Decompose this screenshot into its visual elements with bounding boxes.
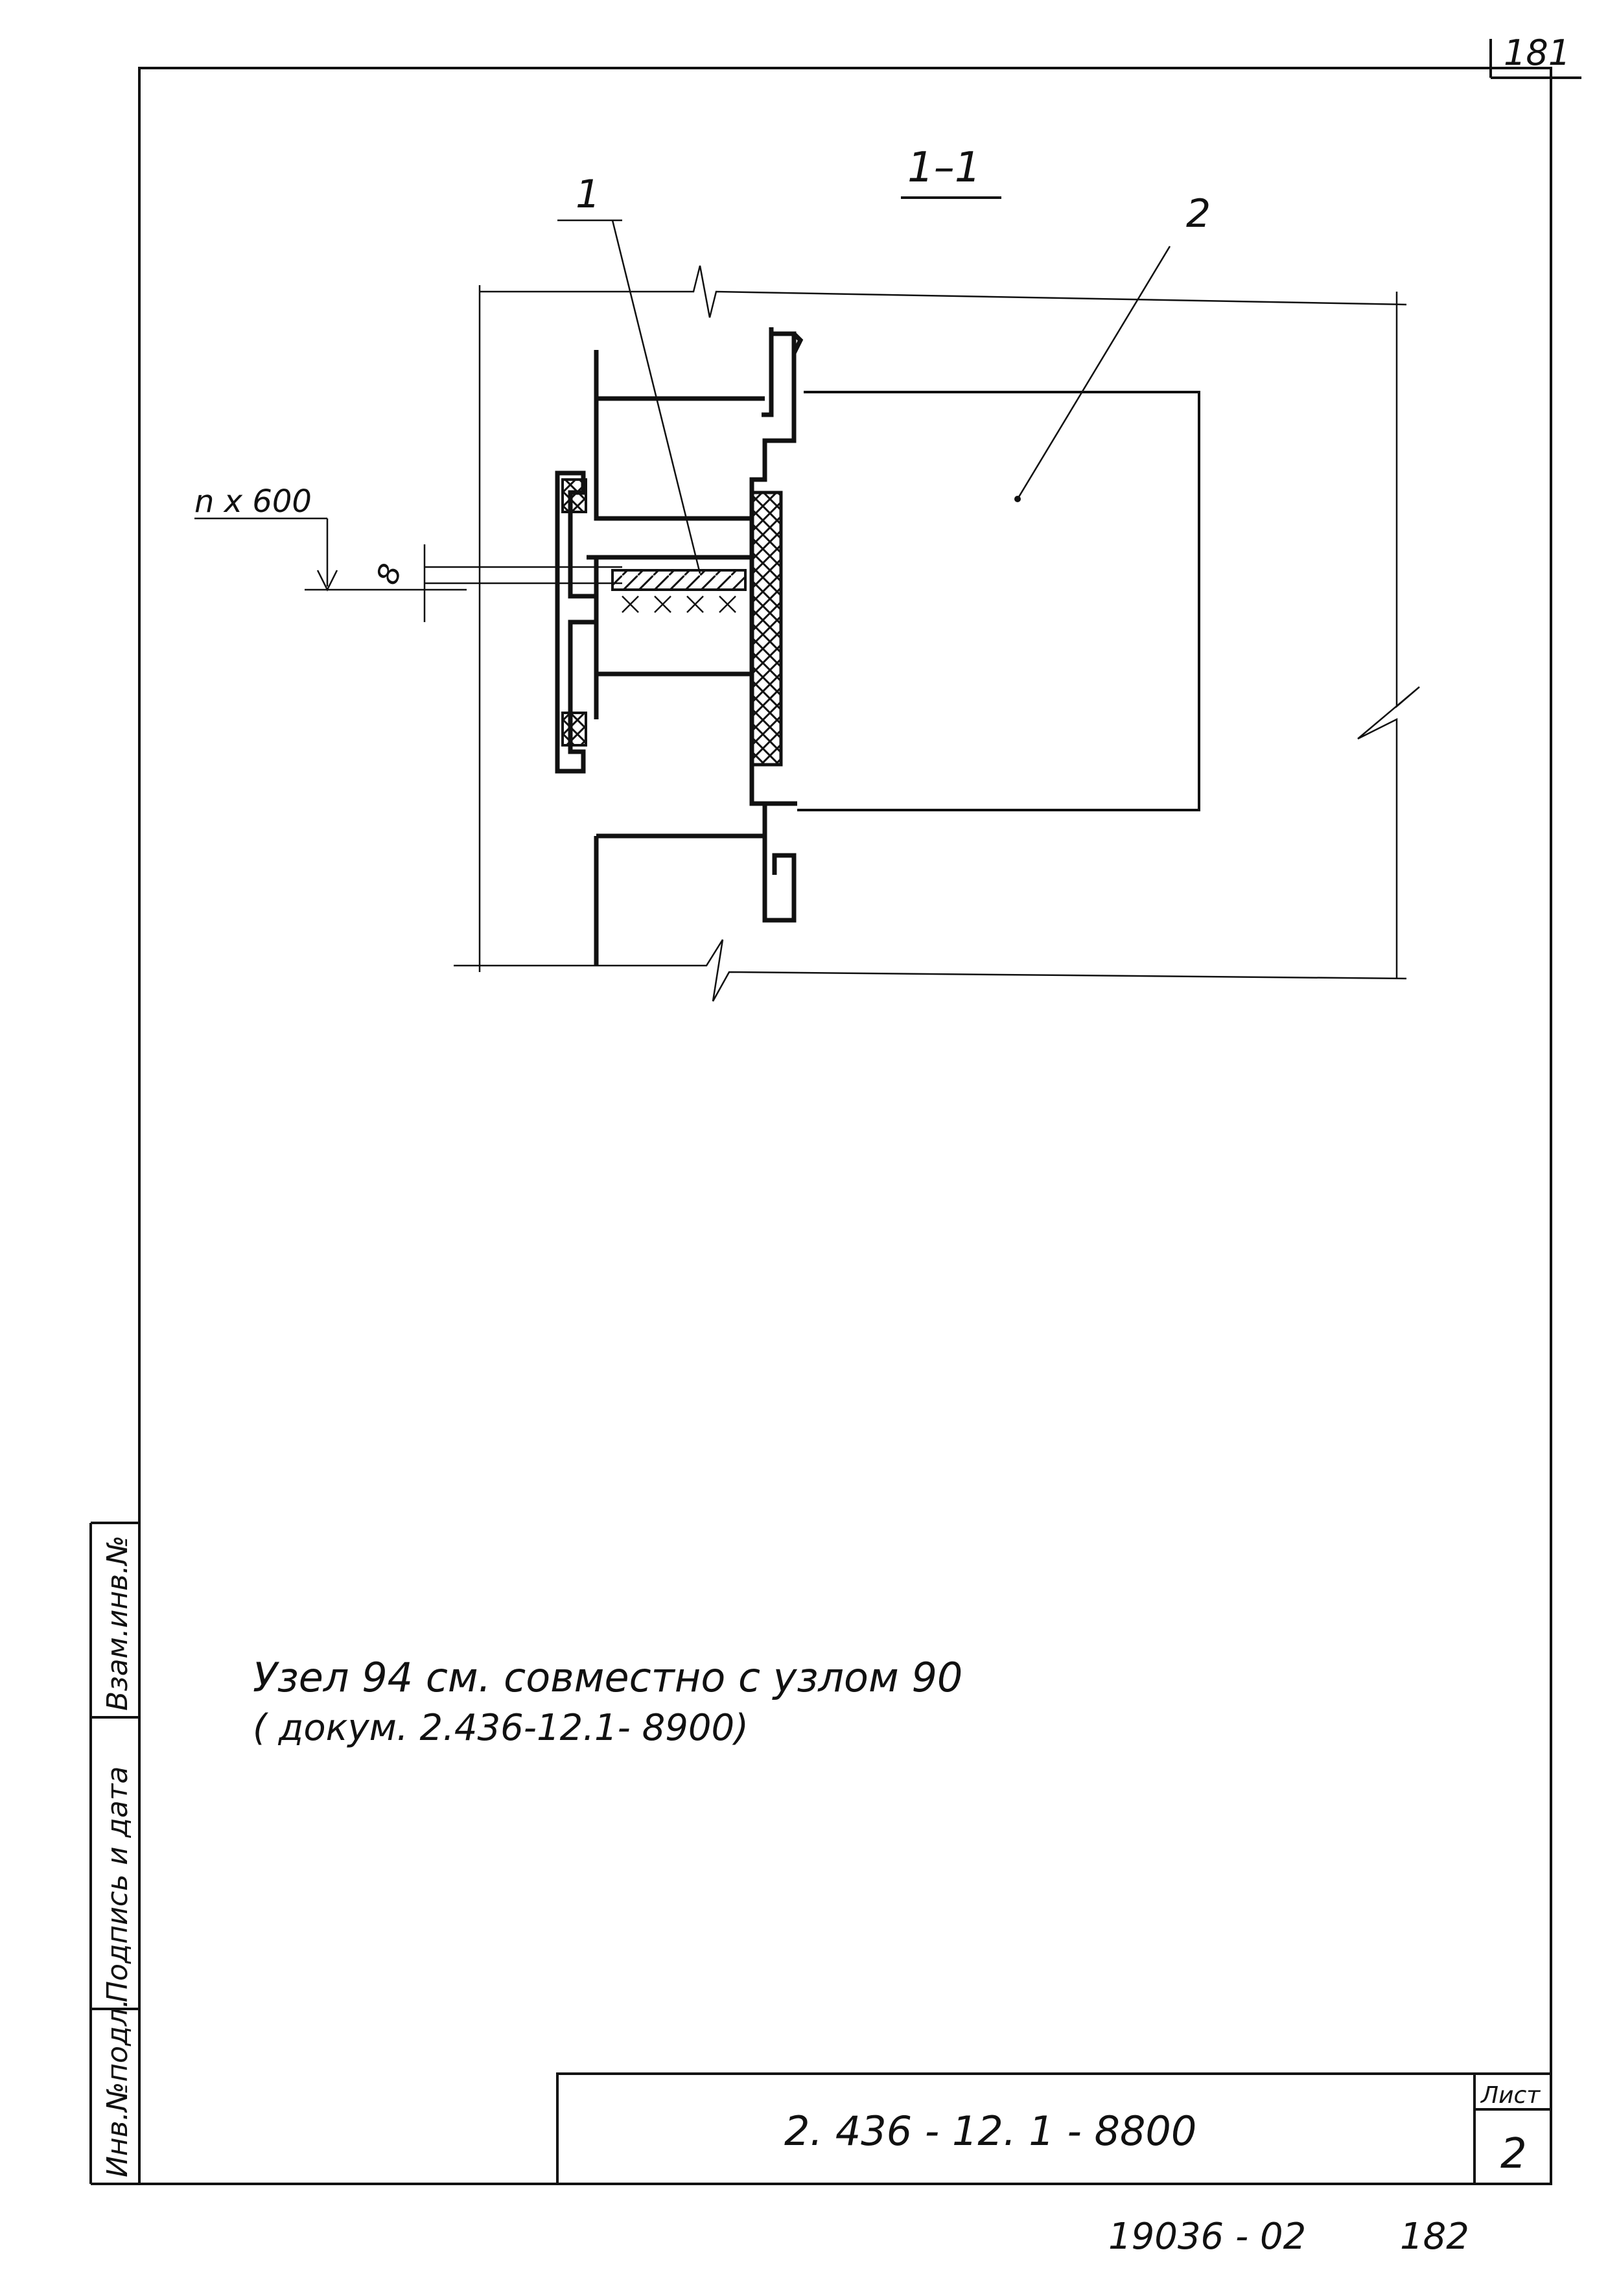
column-profile [555, 327, 804, 966]
svg-text:1: 1 [576, 172, 600, 217]
section-outline [454, 265, 1420, 1002]
callout-1: 1 [557, 172, 701, 574]
stamp-signature-cell: Подпись и дата [101, 1767, 134, 2002]
svg-text:182: 182 [1400, 2216, 1469, 2258]
dimension-spacing: n x 600 [194, 483, 467, 592]
bottom-codes: 19036 - 02 182 [1108, 2216, 1469, 2258]
svg-text:8: 8 [369, 559, 409, 589]
note-line-2: ( докум. 2.436-12.1- 8900) [253, 1707, 749, 1749]
note: Узел 94 см. совместно с узлом 90 ( докум… [253, 1654, 962, 1749]
stamp-original-cell: Инв.№подл. [101, 1999, 134, 2177]
note-line-1: Узел 94 см. совместно с узлом 90 [253, 1654, 962, 1701]
svg-text:n x 600: n x 600 [194, 483, 312, 520]
panel-2 [797, 246, 1200, 811]
sheet-label: Лист [1480, 2082, 1541, 2109]
svg-text:19036 - 02: 19036 - 02 [1108, 2216, 1306, 2258]
document-code: 2. 436 - 12. 1 - 8800 [784, 2107, 1196, 2155]
dimension-gap: 8 [369, 544, 622, 622]
section-label: 1–1 [901, 144, 1001, 199]
callout-2: 2 [1186, 191, 1211, 237]
top-page-number: 181 [1489, 32, 1581, 79]
sheet-frame [138, 67, 1552, 2185]
stamp-replacement-cell: Взам.инв.№ [101, 1535, 134, 1711]
side-stamp: Взам.инв.№ Подпись и дата Инв.№подл. [89, 1522, 139, 2185]
svg-text:1–1: 1–1 [907, 144, 981, 192]
title-block: 2. 436 - 12. 1 - 8800 Лист 2 [556, 2072, 1552, 2185]
svg-text:181: 181 [1504, 32, 1570, 73]
sheet-number: 2 [1500, 2130, 1527, 2178]
